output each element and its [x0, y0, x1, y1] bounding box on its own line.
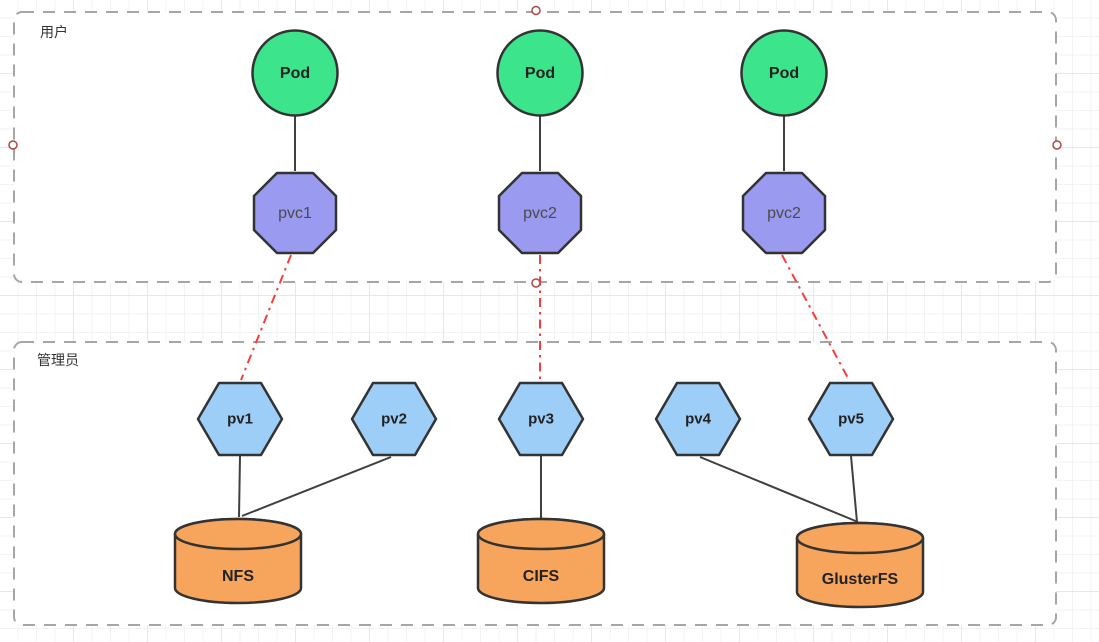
connection-point-top[interactable] — [531, 5, 541, 16]
storage-node-cifs[interactable] — [476, 517, 606, 605]
pod-label: Pod — [768, 65, 800, 82]
pvc-label: pvc2 — [523, 205, 557, 222]
group-label-user: 用户 — [40, 24, 68, 40]
edge-pvc3-pv5[interactable] — [781, 254, 850, 381]
pv-label: pv5 — [838, 410, 864, 428]
edge-pv5-glusterfs[interactable] — [850, 455, 858, 523]
pvc-label: pvc1 — [278, 205, 312, 222]
pv-label: pv4 — [685, 410, 711, 428]
storage-label: NFS — [222, 568, 254, 585]
storage-label: GlusterFS — [821, 571, 899, 588]
connection-point-bottom[interactable] — [531, 278, 541, 288]
pvc-label: pvc2 — [767, 205, 801, 222]
edge-pv1-nfs[interactable] — [238, 455, 241, 518]
edge-pv4-glusterfs[interactable] — [699, 456, 859, 523]
edges-layer — [238, 116, 859, 523]
connection-point-left[interactable] — [8, 140, 18, 150]
pv-label: pv2 — [381, 410, 407, 428]
pv-label: pv3 — [528, 410, 554, 428]
group-label-admin: 管理员 — [37, 352, 79, 368]
pv-label: pv1 — [227, 410, 253, 428]
connection-point-right[interactable] — [1052, 140, 1062, 150]
edge-pvc1-pv1[interactable] — [240, 254, 292, 381]
storage-node-nfs[interactable] — [173, 517, 303, 605]
pod-label: Pod — [524, 65, 556, 82]
pod-label: Pod — [279, 65, 311, 82]
storage-label: CIFS — [522, 568, 560, 585]
edge-pv2-nfs[interactable] — [241, 456, 392, 517]
storage-node-glusterfs[interactable] — [795, 521, 925, 609]
